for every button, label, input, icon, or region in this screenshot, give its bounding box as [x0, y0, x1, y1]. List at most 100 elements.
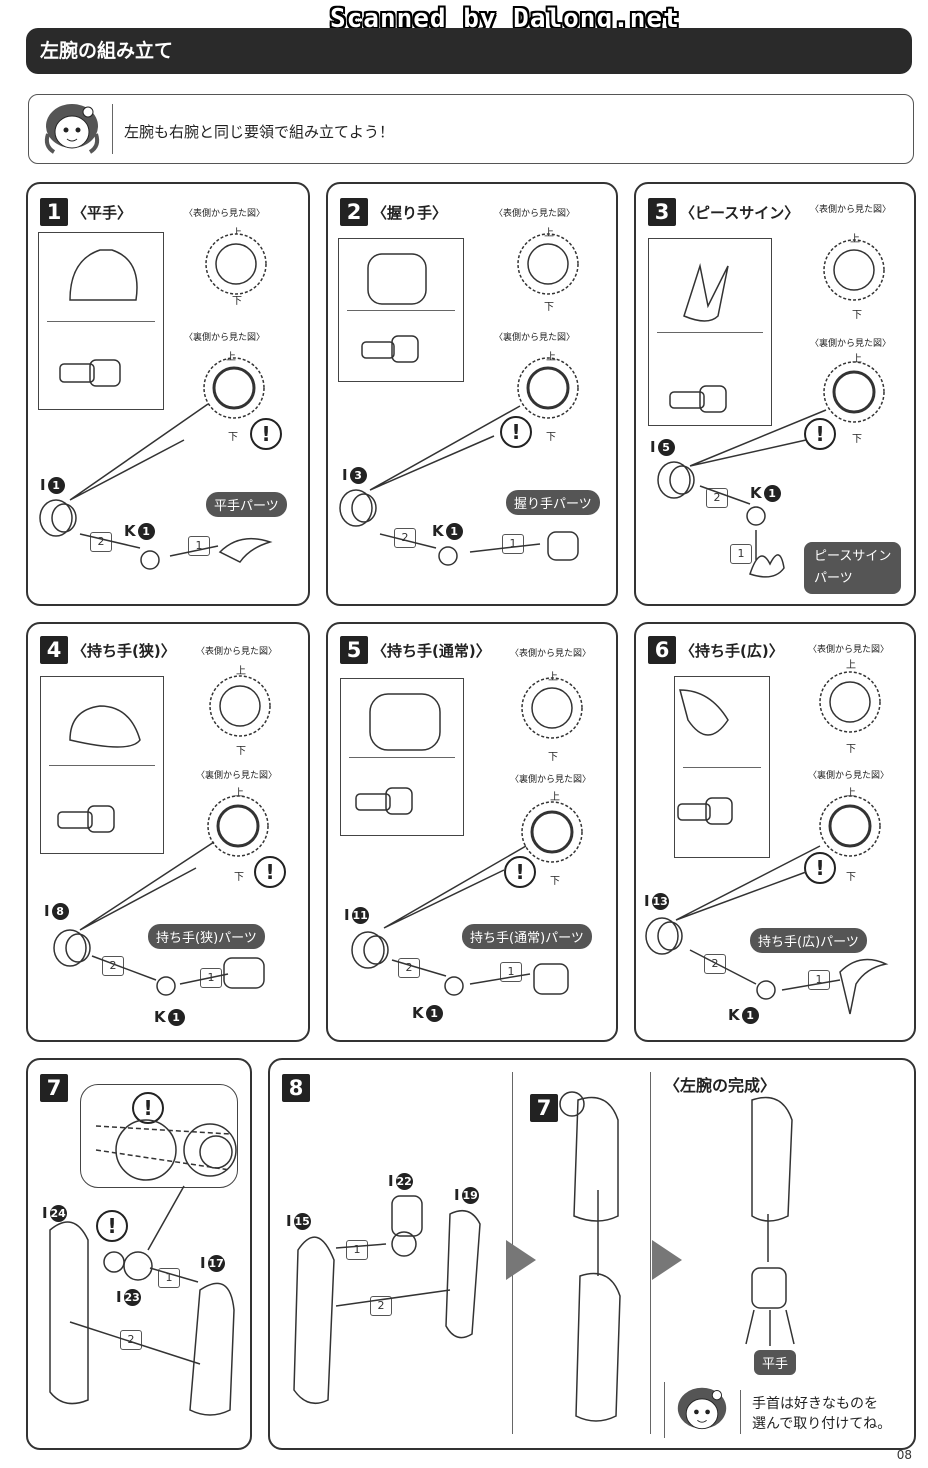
step-3-front-bottom: 下: [852, 310, 862, 321]
step-8-ref-7: 7: [530, 1094, 558, 1122]
step-2-part-box: [338, 238, 464, 382]
step-7-number: 7: [40, 1074, 68, 1102]
step-1-warning-icon: !: [250, 418, 282, 450]
step-4-warning-icon: !: [254, 856, 286, 888]
step-5-back-bottom: 下: [550, 876, 560, 887]
step-6-front-bottom: 下: [846, 744, 856, 755]
step-4-front-label: 〈表側から見た図〉: [196, 647, 278, 657]
step-4-back-top: 上: [234, 788, 244, 799]
complete-note: 手首は好きなものを 選んで取り付けてね。: [752, 1394, 891, 1434]
step-2-front-label: 〈表側から見た図〉: [494, 209, 576, 219]
step-6-back-bottom: 下: [846, 872, 856, 883]
mascot-avatar-small: [672, 1384, 732, 1438]
step-3-back-label: 〈裏側から見た図〉: [810, 339, 892, 349]
step-7-order-2: 2: [120, 1330, 142, 1350]
intro-box: [28, 94, 914, 164]
step-3-front-label: 〈表側から見た図〉: [810, 205, 892, 215]
step-3-order-2: 2: [706, 488, 728, 508]
step-2-number: 2: [340, 198, 368, 226]
step-7-warning-icon-b: !: [96, 1210, 128, 1242]
step-8-panel: [268, 1058, 916, 1450]
step-6-part-box: [674, 676, 770, 858]
step-2-back-bottom: 下: [546, 432, 556, 443]
step-1-number: 1: [40, 198, 68, 226]
step-4-title: 〈持ち手(狭)〉: [72, 642, 176, 660]
step-4-back-label: 〈裏側から見た図〉: [196, 771, 278, 781]
step-5-back-top: 上: [550, 792, 560, 803]
step-3-warning-icon: !: [804, 418, 836, 450]
step-2-back-top: 上: [546, 352, 556, 363]
complete-note-line-1: 手首は好きなものを: [752, 1396, 878, 1412]
step-4-part-label: 持ち手(狭)パーツ: [148, 924, 265, 949]
step-1-front-bottom: 下: [232, 296, 242, 307]
step-3-order-1: 1: [730, 544, 752, 564]
intro-text: 左腕も右腕と同じ要領で組み立てよう！: [124, 123, 395, 141]
step-4-front-top: 上: [236, 666, 246, 677]
step-7-warning-icon-a: !: [132, 1092, 164, 1124]
step-8-divider-2: [650, 1072, 651, 1434]
step-2-front-bottom: 下: [544, 302, 554, 313]
page-number: 08: [896, 1448, 912, 1462]
step-1-title: 〈平手〉: [72, 204, 133, 222]
step-1-front-label: 〈表側から見た図〉: [184, 209, 266, 219]
step-2-warning-icon: !: [500, 416, 532, 448]
step-5-back-label: 〈裏側から見た図〉: [510, 775, 592, 785]
step-3-title: 〈ピースサイン〉: [680, 204, 800, 222]
step-3-part-box: [648, 238, 772, 426]
complete-note-box: [664, 1382, 665, 1438]
step-3-part-label: ピースサインパーツ: [804, 542, 902, 594]
step-5-number: 5: [340, 636, 368, 664]
step-3-number: 3: [648, 198, 676, 226]
step-4-order-2: 2: [102, 956, 124, 976]
section-header-bar: [26, 28, 912, 74]
step-5-warning-icon: !: [504, 856, 536, 888]
step-1-back-label: 〈裏側から見た図〉: [184, 333, 266, 343]
step-4-number: 4: [40, 636, 68, 664]
step-1-back-top: 上: [226, 352, 236, 363]
step-5-title: 〈持ち手(通常)〉: [372, 642, 491, 660]
step-8-order-1: 1: [346, 1240, 368, 1260]
step-3-back-bottom: 下: [852, 434, 862, 445]
step-6-title: 〈持ち手(広)〉: [680, 642, 784, 660]
complete-hand-label: 平手: [754, 1350, 797, 1375]
step-5-front-label: 〈表側から見た図〉: [510, 649, 592, 659]
step-6-back-top: 上: [846, 788, 856, 799]
step-4-part-box: [40, 676, 164, 854]
complete-title: 〈左腕の完成〉: [664, 1076, 777, 1095]
step-8-number: 8: [282, 1074, 310, 1102]
step-6-front-label: 〈表側から見た図〉: [808, 645, 890, 655]
ring-views: [203, 233, 885, 863]
step-4-back-bottom: 下: [234, 872, 244, 883]
step-2-order-1: 1: [502, 534, 524, 554]
step-7-order-1: 1: [158, 1268, 180, 1288]
section-title: 左腕の組み立て: [40, 40, 174, 62]
step-1-part-label: 平手パーツ: [206, 492, 287, 517]
step-6-warning-icon: !: [804, 852, 836, 884]
step-3-back-top: 上: [852, 354, 862, 365]
step-4-front-bottom: 下: [236, 746, 246, 757]
step-1-back-bottom: 下: [228, 432, 238, 443]
complete-note-divider: [740, 1390, 741, 1434]
step-6-back-label: 〈裏側から見た図〉: [808, 771, 890, 781]
step-6-number: 6: [648, 636, 676, 664]
step-2-back-label: 〈裏側から見た図〉: [494, 333, 576, 343]
